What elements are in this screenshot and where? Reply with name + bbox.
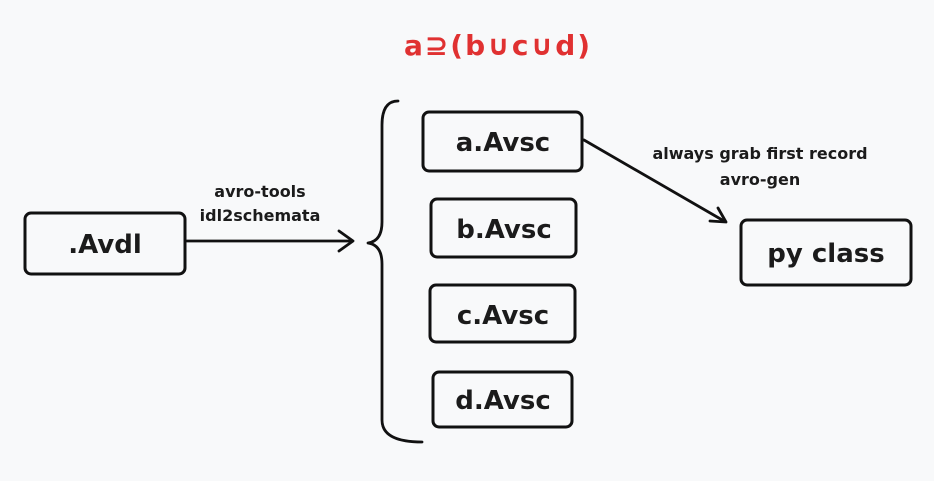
node-py-class-box <box>739 218 913 287</box>
node-c-avsc[interactable]: c.Avsc <box>428 283 577 344</box>
formula-title: a⊇(b∪c∪d) <box>404 29 592 62</box>
curly-brace <box>366 99 424 444</box>
edge-avdl-arrowhead <box>337 229 355 253</box>
edge-a-line <box>582 138 726 223</box>
node-py-class[interactable]: py class <box>739 218 913 287</box>
node-d-avsc-label: d.Avsc <box>455 386 551 416</box>
node-c-avsc-box <box>428 283 577 344</box>
node-py-class-label: py class <box>767 239 884 269</box>
edge-a-to-py-class: always grab first record avro-gen <box>582 138 868 224</box>
edge-a-arrowhead <box>708 206 728 224</box>
edge-a-label-1: always grab first record <box>652 144 867 163</box>
node-avdl[interactable]: .Avdl <box>23 211 187 276</box>
node-avdl-box <box>23 211 187 276</box>
edge-avdl-label-1: avro-tools <box>214 182 305 201</box>
node-b-avsc-box <box>429 197 578 259</box>
node-a-avsc-label: a.Avsc <box>456 128 550 158</box>
node-a-avsc[interactable]: a.Avsc <box>421 110 584 173</box>
edge-a-label-2: avro-gen <box>720 170 800 189</box>
node-avdl-label: .Avdl <box>68 230 142 260</box>
node-c-avsc-label: c.Avsc <box>457 301 549 331</box>
node-d-avsc-box <box>431 370 574 429</box>
node-b-avsc-label: b.Avsc <box>456 215 552 245</box>
node-d-avsc[interactable]: d.Avsc <box>431 370 574 429</box>
edge-avdl-label-2: idl2schemata <box>200 206 321 225</box>
node-a-avsc-box <box>421 110 584 173</box>
node-b-avsc[interactable]: b.Avsc <box>429 197 578 259</box>
edge-avdl-to-schemata: avro-tools idl2schemata <box>185 182 355 253</box>
